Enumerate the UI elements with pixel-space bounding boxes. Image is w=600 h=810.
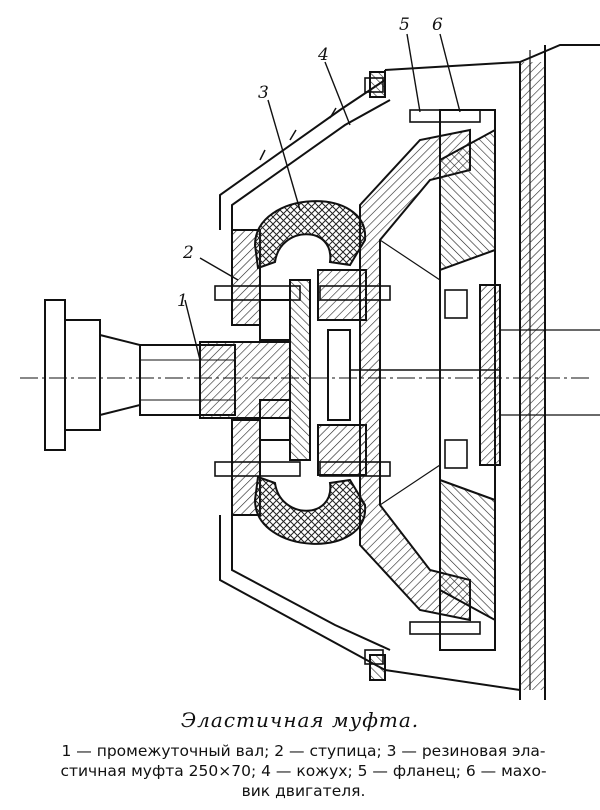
callout-5: 5 — [399, 15, 410, 35]
legend-line: вик двигателя. — [241, 782, 366, 800]
figure-legend: 1 — промежуточный вал; 2 — ступица; 3 — … — [26, 741, 581, 801]
casing — [219, 70, 391, 681]
flywheel — [439, 109, 501, 651]
clamp-plates — [317, 269, 367, 476]
leader-lines — [184, 33, 461, 361]
callout-2: 2 — [182, 243, 194, 263]
intermediate-shaft — [44, 299, 291, 451]
flywheel-housing — [384, 44, 600, 700]
coupling-drawing: 1 2 3 4 5 6 — [20, 15, 600, 700]
callout-numbers: 1 2 3 4 5 6 — [177, 15, 443, 311]
legend-line: стичная муфта 250×70; 4 — кожух; 5 — фла… — [60, 762, 547, 780]
callout-4: 4 — [317, 45, 329, 65]
figure-title: Эластичная муфта. — [180, 708, 420, 732]
flange — [350, 128, 500, 622]
legend-line: 1 — промежуточный вал; 2 — ступица; 3 — … — [61, 742, 546, 760]
bolts — [214, 77, 481, 665]
callout-1: 1 — [177, 291, 188, 311]
callout-6: 6 — [432, 15, 443, 35]
callout-3: 3 — [258, 83, 269, 103]
